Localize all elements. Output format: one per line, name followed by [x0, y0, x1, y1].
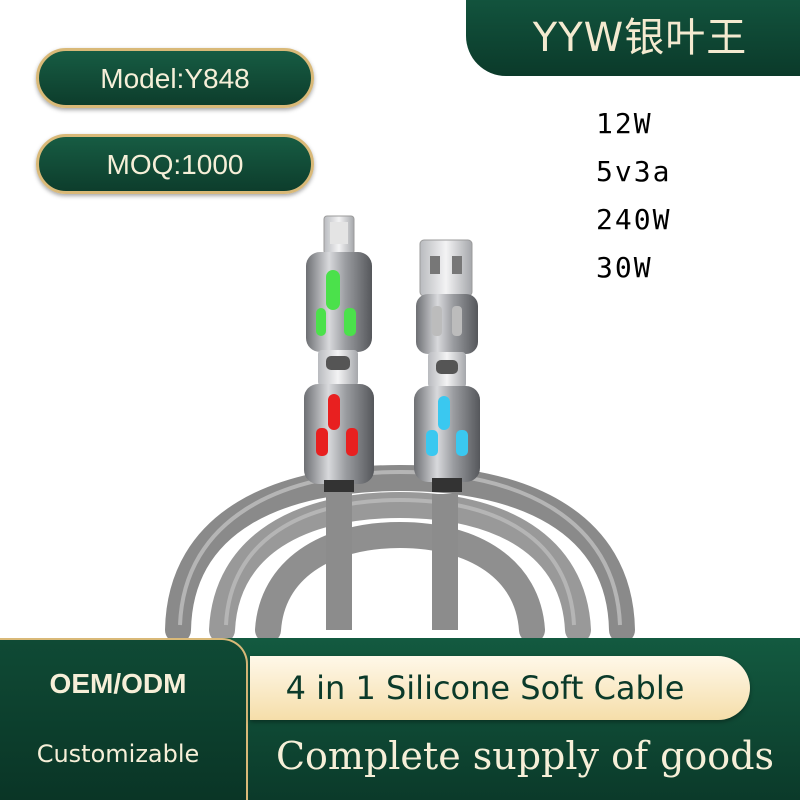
right-connector: [414, 239, 480, 492]
customizable-label: Customizable: [36, 740, 200, 768]
spec-item: 240W: [596, 203, 672, 236]
brand-name: YYW银叶王: [532, 15, 748, 61]
moq-label: MOQ:1000: [106, 149, 244, 180]
tagline-text: Complete supply of goods: [275, 734, 775, 778]
spec-item: 5v3a: [596, 155, 672, 188]
headline-text: 4 in 1 Silicone Soft Cable: [285, 669, 685, 707]
moq-pill: MOQ:1000: [36, 134, 314, 194]
spec-item: 12W: [596, 107, 653, 140]
brand-tab: [466, 0, 800, 76]
left-connector: [304, 215, 374, 492]
oem-card: [0, 638, 248, 800]
spec-list: 12W 5v3a 240W 30W: [596, 100, 796, 292]
headline-bar: [250, 656, 750, 720]
spec-item: 30W: [596, 251, 653, 284]
oem-odm-label: OEM/ODM: [49, 668, 187, 699]
model-pill: Model:Y848: [36, 48, 314, 108]
model-label: Model:Y848: [100, 63, 250, 94]
